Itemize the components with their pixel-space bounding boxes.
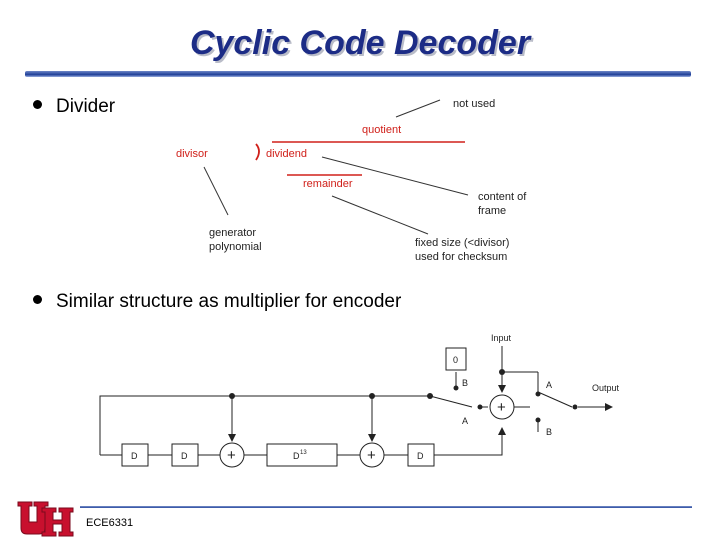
- zero-box: [445, 347, 467, 371]
- footer-rule: [80, 506, 692, 508]
- bullet-dot-icon: [33, 295, 42, 305]
- label-dividend: dividend: [266, 148, 307, 160]
- plus-icon: +: [227, 447, 236, 464]
- adder-3: [489, 394, 515, 420]
- label-d13-exponent: 13: [300, 450, 307, 456]
- feedback-line: [99, 395, 430, 455]
- delay-d4: [407, 443, 435, 467]
- delay-d1: [121, 443, 149, 467]
- bullet-similar-structure: Similar structure as multiplier for enco…: [33, 291, 401, 313]
- pointer-not-used: [395, 99, 441, 118]
- slide-title: Cyclic Code Decoder: [189, 24, 531, 62]
- label-d1: D: [131, 451, 138, 461]
- title-underline: [25, 71, 691, 77]
- label-divisor: divisor: [176, 148, 208, 160]
- footer-course-label: ECE6331: [86, 517, 134, 529]
- label-used-for-checksum: used for checksum: [415, 251, 507, 263]
- label-d4: D: [417, 451, 424, 461]
- label-not-used: not used: [453, 98, 495, 110]
- adder-1: [219, 442, 245, 468]
- delay-d2: [171, 443, 199, 467]
- pointer-checksum: [331, 195, 429, 235]
- plus-icon: +: [367, 447, 376, 464]
- bullet-text-similar-structure: Similar structure as multiplier for enco…: [56, 291, 402, 312]
- bullet-divider: Divider: [33, 96, 115, 118]
- plus-icon: +: [497, 399, 506, 416]
- pointer-generator: [203, 166, 229, 216]
- label-output: Output: [592, 383, 620, 393]
- label-input: Input: [491, 333, 512, 343]
- label-zero: 0: [453, 355, 458, 365]
- label-switch-a-left: A: [462, 416, 468, 426]
- bullet-dot-icon: [33, 100, 42, 110]
- division-bracket: [255, 143, 260, 161]
- label-frame: frame: [478, 205, 506, 217]
- bullet-text-divider: Divider: [56, 96, 116, 117]
- university-logo-icon: [17, 501, 74, 537]
- label-remainder: remainder: [303, 178, 353, 190]
- label-generator: generator: [209, 227, 256, 239]
- label-switch-a-right: A: [546, 380, 552, 390]
- label-d2: D: [181, 451, 188, 461]
- switch-left-blade: [429, 395, 473, 408]
- adder-2: [359, 442, 385, 468]
- label-d13: D: [293, 451, 300, 461]
- delay-d13: [266, 443, 338, 467]
- pointer-content-of-frame: [321, 156, 469, 196]
- label-fixed-size: fixed size (<divisor): [415, 237, 509, 249]
- label-quotient: quotient: [362, 124, 401, 136]
- label-content-of: content of: [478, 191, 527, 203]
- label-switch-b-right: B: [546, 427, 552, 437]
- label-switch-b-top: B: [462, 378, 468, 388]
- label-polynomial: polynomial: [209, 241, 262, 253]
